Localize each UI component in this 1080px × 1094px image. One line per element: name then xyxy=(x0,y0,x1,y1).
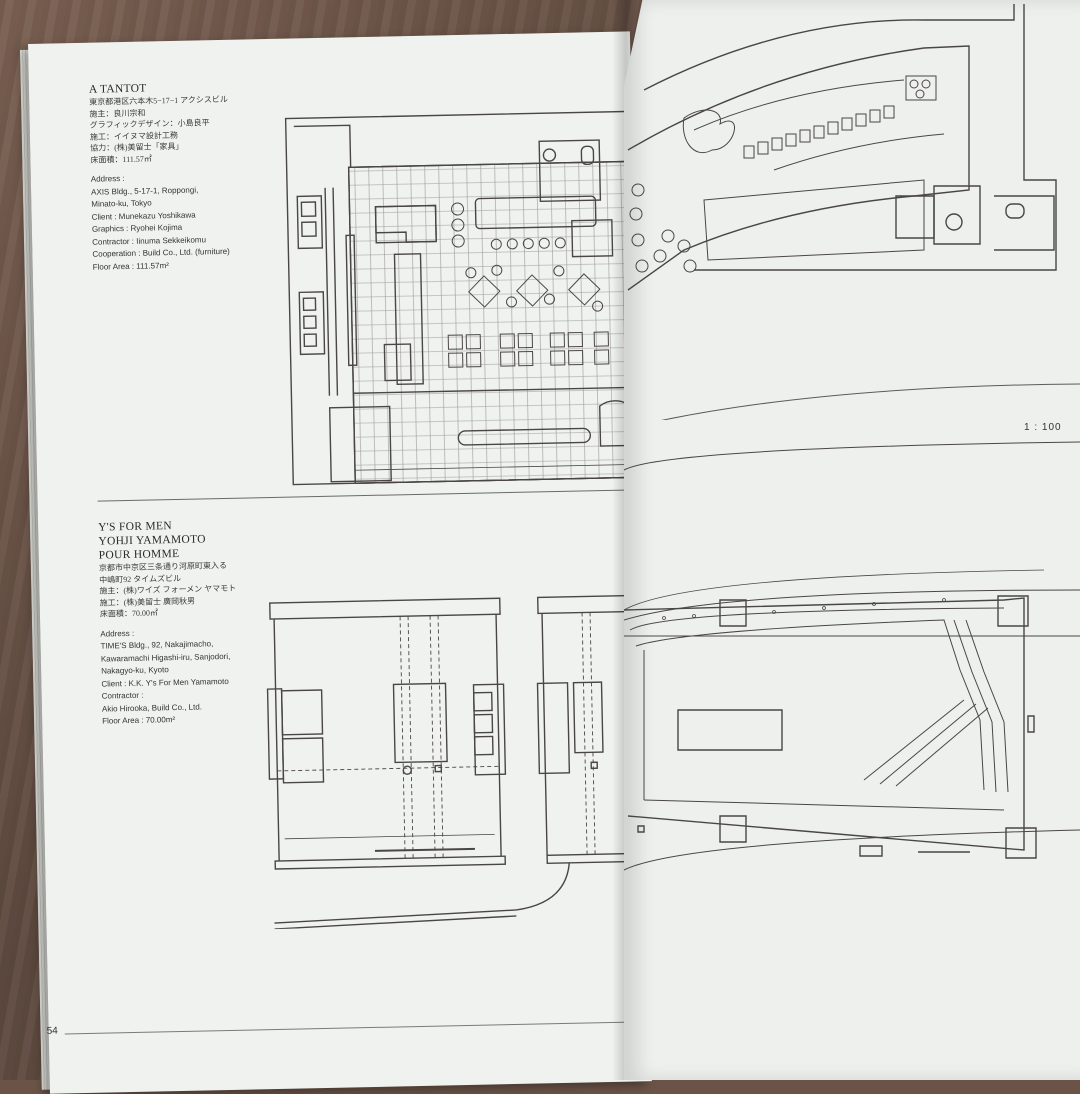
page-number: 54 xyxy=(46,1025,58,1037)
right-page-plan-bottom xyxy=(624,440,1080,1080)
left-page: A TANTOT 東京都港区六本木5−17−1 アクシスビル 施主：良川宗和 グ… xyxy=(28,31,658,1094)
en-line: Floor Area : 70.00m² xyxy=(102,715,176,726)
project-ys-for-men-info: Y'S FOR MEN YOHJI YAMAMOTO POUR HOMME 京都… xyxy=(98,518,239,728)
right-page-plan-top xyxy=(624,0,1080,420)
section-divider xyxy=(97,488,658,502)
a-tantot-floor-plan xyxy=(284,109,642,488)
en-line: Floor Area : 111.57m² xyxy=(92,260,169,272)
scale-label: 1 : 100 xyxy=(1024,422,1062,433)
project-a-tantot-info: A TANTOT 東京都港区六本木5−17−1 アクシスビル 施主：良川宗和 グ… xyxy=(89,80,232,274)
footer-rule xyxy=(64,1021,645,1035)
right-page: 1 : 100 xyxy=(624,0,1080,1080)
ys-for-men-floor-plan xyxy=(260,591,647,929)
